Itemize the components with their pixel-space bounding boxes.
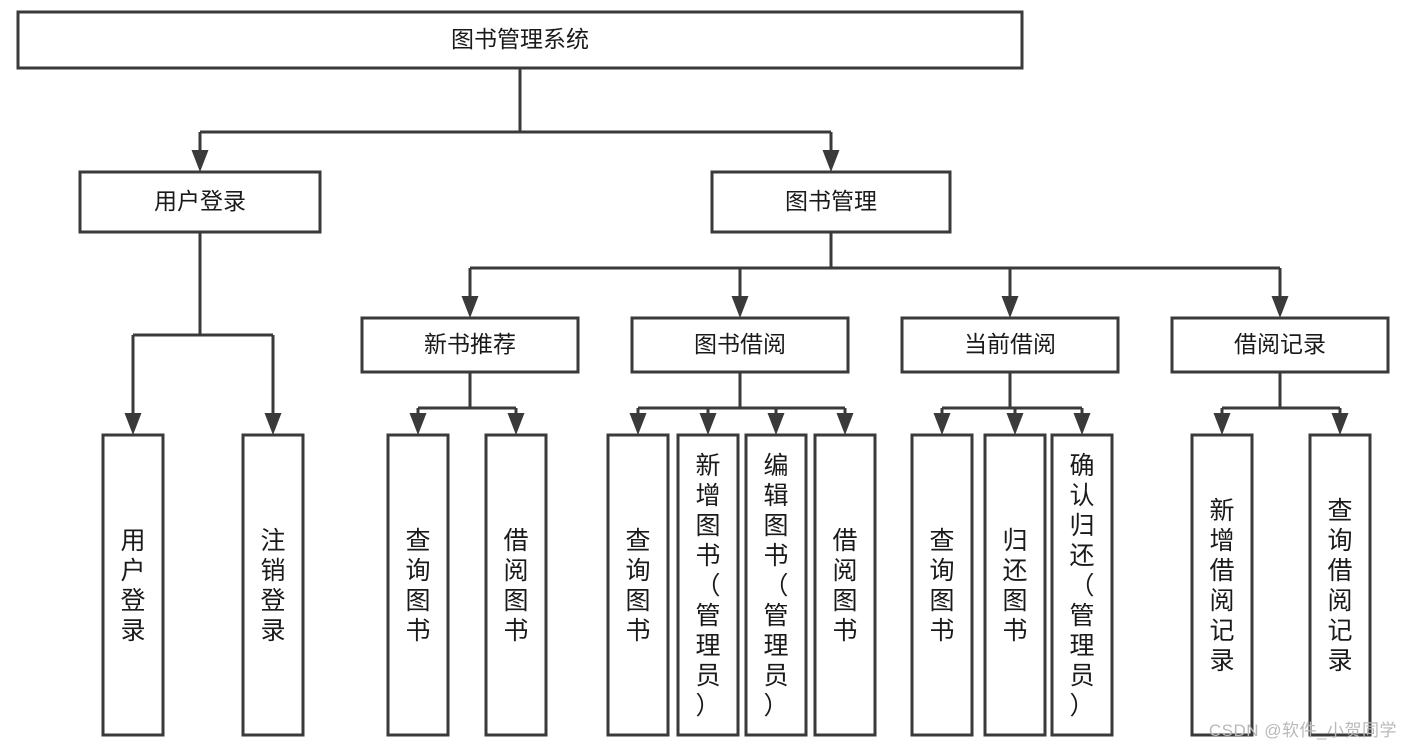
node-leaf-user-login[interactable]: 用户登录 xyxy=(101,433,165,737)
node-rect xyxy=(606,433,670,737)
node-label: 用户登录 xyxy=(154,188,246,214)
node-rect xyxy=(386,433,450,737)
node-rect xyxy=(744,433,808,737)
node-rect xyxy=(910,433,974,737)
node-leaf-borrow-book[interactable]: 借阅图书 xyxy=(813,433,877,737)
node-leaf-borrow-book-recommend[interactable]: 借阅图书 xyxy=(484,433,548,737)
node-rect xyxy=(630,316,850,374)
node-leaf-add-borrow-record[interactable]: 新增借阅记录 xyxy=(1190,433,1254,737)
node-rect xyxy=(241,433,305,737)
node-leaf-query-book-current[interactable]: 查询图书 xyxy=(910,433,974,737)
root-to-l2-branch-1-arrowhead xyxy=(822,150,840,172)
node-label: 查询图书 xyxy=(625,527,650,645)
user-login-to-leaf-branch-1-arrowhead xyxy=(264,413,282,435)
current-borrow-to-leaf-branch-1-arrowhead xyxy=(1006,413,1024,435)
new-book-recommend-to-leaf-branch-0-arrowhead xyxy=(409,413,427,435)
node-label: 当前借阅 xyxy=(964,331,1056,357)
node-label: 新书推荐 xyxy=(424,331,516,357)
bm-to-l3-branch-1-arrowhead xyxy=(731,296,749,318)
node-label: 借阅图书 xyxy=(832,527,857,645)
node-leaf-query-book-borrow[interactable]: 查询图书 xyxy=(606,433,670,737)
node-borrow-record[interactable]: 借阅记录 xyxy=(1170,316,1390,374)
node-label: 归还图书 xyxy=(1002,527,1027,645)
node-label: 新增借阅记录 xyxy=(1209,497,1234,675)
bm-to-l3-branch-3-arrowhead xyxy=(1271,296,1289,318)
node-leaf-add-book-admin[interactable]: 新增图书（管理员） xyxy=(676,433,740,737)
node-label: 图书管理 xyxy=(785,188,877,214)
current-borrow-to-leaf-branch-0-arrowhead xyxy=(933,413,951,435)
user-login-to-leaf-branch-0-arrowhead xyxy=(124,413,142,435)
node-rect xyxy=(1190,433,1254,737)
node-leaf-query-borrow-record[interactable]: 查询借阅记录 xyxy=(1308,433,1372,737)
node-label: 查询图书 xyxy=(929,527,954,645)
node-rect xyxy=(16,10,1024,70)
node-leaf-confirm-return-admin[interactable]: 确认归还（管理员） xyxy=(1050,433,1114,737)
node-current-borrow[interactable]: 当前借阅 xyxy=(900,316,1120,374)
node-label: 图书管理系统 xyxy=(451,26,589,52)
new-book-recommend-to-leaf-branch-1-arrowhead xyxy=(507,413,525,435)
book-borrow-to-leaf-branch-3-arrowhead xyxy=(836,413,854,435)
node-rect xyxy=(900,316,1120,374)
csdn-watermark: CSDN @软件_小贺同学 xyxy=(1208,721,1397,740)
node-rect xyxy=(1050,433,1114,737)
node-rect xyxy=(813,433,877,737)
node-label: 确认归还（管理员） xyxy=(1069,452,1094,720)
borrow-record-to-leaf-branch-1-arrowhead xyxy=(1331,413,1349,435)
node-label: 注销登录 xyxy=(260,527,285,645)
node-leaf-query-book-recommend[interactable]: 查询图书 xyxy=(386,433,450,737)
book-borrow-to-leaf-branch-2-arrowhead xyxy=(767,413,785,435)
node-label: 借阅图书 xyxy=(503,527,528,645)
bm-to-l3-branch-0-arrowhead xyxy=(461,296,479,318)
node-leaf-edit-book-admin[interactable]: 编辑图书（管理员） xyxy=(744,433,808,737)
node-rect xyxy=(676,433,740,737)
borrow-record-to-leaf-branch-0-arrowhead xyxy=(1213,413,1231,435)
node-rect xyxy=(1170,316,1390,374)
node-root-system[interactable]: 图书管理系统 xyxy=(16,10,1024,70)
node-label: 查询图书 xyxy=(405,527,430,645)
node-label: 查询借阅记录 xyxy=(1327,497,1352,675)
node-user-login[interactable]: 用户登录 xyxy=(78,170,322,234)
root-to-l2-branch-0-arrowhead xyxy=(191,150,209,172)
node-label: 用户登录 xyxy=(120,527,145,645)
node-layer: 图书管理系统用户登录图书管理新书推荐图书借阅当前借阅借阅记录用户登录注销登录查询… xyxy=(16,10,1390,737)
node-rect xyxy=(484,433,548,737)
node-label: 编辑图书（管理员） xyxy=(763,452,788,720)
current-borrow-to-leaf-branch-2-arrowhead xyxy=(1073,413,1091,435)
node-rect xyxy=(360,316,580,374)
connector-layer xyxy=(124,68,1349,435)
node-leaf-logout-login[interactable]: 注销登录 xyxy=(241,433,305,737)
node-rect xyxy=(1308,433,1372,737)
node-label: 新增图书（管理员） xyxy=(695,452,720,720)
node-leaf-return-book[interactable]: 归还图书 xyxy=(983,433,1047,737)
node-book-management[interactable]: 图书管理 xyxy=(710,170,952,234)
node-label: 图书借阅 xyxy=(694,331,786,357)
bm-to-l3-branch-2-arrowhead xyxy=(1001,296,1019,318)
node-rect xyxy=(710,170,952,234)
node-rect xyxy=(78,170,322,234)
book-borrow-to-leaf-branch-1-arrowhead xyxy=(699,413,717,435)
node-label: 借阅记录 xyxy=(1234,331,1326,357)
book-borrow-to-leaf-branch-0-arrowhead xyxy=(629,413,647,435)
node-rect xyxy=(983,433,1047,737)
node-new-book-recommend[interactable]: 新书推荐 xyxy=(360,316,580,374)
node-rect xyxy=(101,433,165,737)
node-book-borrow[interactable]: 图书借阅 xyxy=(630,316,850,374)
